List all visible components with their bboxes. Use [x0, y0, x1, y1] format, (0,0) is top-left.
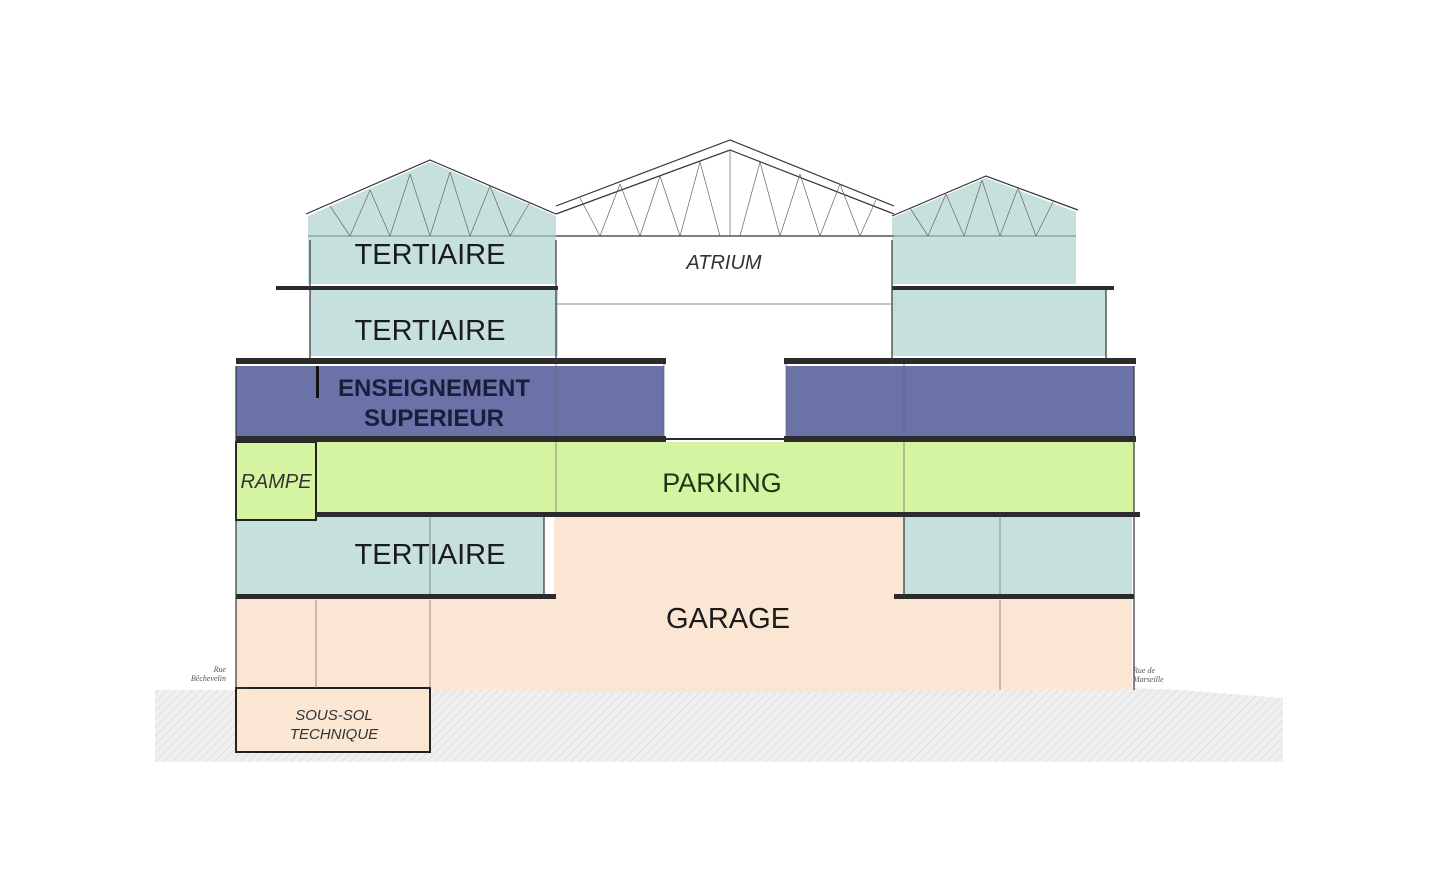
enseignement-label-line1: ENSEIGNEMENT — [338, 375, 530, 402]
lower-floor-right — [904, 598, 1132, 690]
sous-sol-label-line2: TECHNIQUE — [290, 726, 379, 743]
sous-sol-label-line1: SOUS-SOL — [295, 707, 373, 724]
garage-zone — [554, 514, 904, 692]
floor-slabs — [236, 286, 1140, 599]
left-roof-truss — [305, 159, 557, 237]
parking-label: PARKING — [662, 468, 782, 498]
tertiaire-mid-left — [310, 290, 558, 356]
atrium-roof-truss — [555, 139, 895, 237]
rue-left-label-line1: Rue — [213, 665, 227, 674]
tertiaire-mid-right — [892, 290, 1106, 356]
garage-label: GARAGE — [666, 603, 790, 635]
tertiaire-top-left — [308, 162, 556, 284]
enseignement-right — [786, 366, 1134, 436]
tertiaire-low-left — [236, 516, 544, 598]
lower-floor-left — [236, 598, 554, 690]
atrium-label: ATRIUM — [685, 252, 762, 274]
tertiaire-top-label: TERTIAIRE — [355, 239, 506, 271]
enseignement-label-line2: SUPERIEUR — [364, 405, 504, 432]
rue-right-label-line1: Rue de — [1132, 666, 1155, 675]
tertiaire-top-right — [892, 178, 1076, 284]
tertiaire-low-right — [904, 516, 1132, 598]
rampe-label: RAMPE — [240, 471, 312, 493]
sous-sol-zone — [235, 687, 431, 753]
parking-zone — [316, 442, 1134, 514]
ground-hatch — [155, 688, 1283, 762]
enseignement-left — [236, 366, 664, 436]
building-outlines — [235, 240, 1135, 690]
rue-right-label-line2: Marseille — [1132, 675, 1164, 684]
rue-left-label-line2: Bêchevelin — [191, 674, 226, 683]
tertiaire-low-label: TERTIAIRE — [355, 539, 506, 571]
tertiaire-mid-label: TERTIAIRE — [355, 315, 506, 347]
right-roof-truss — [891, 175, 1079, 237]
